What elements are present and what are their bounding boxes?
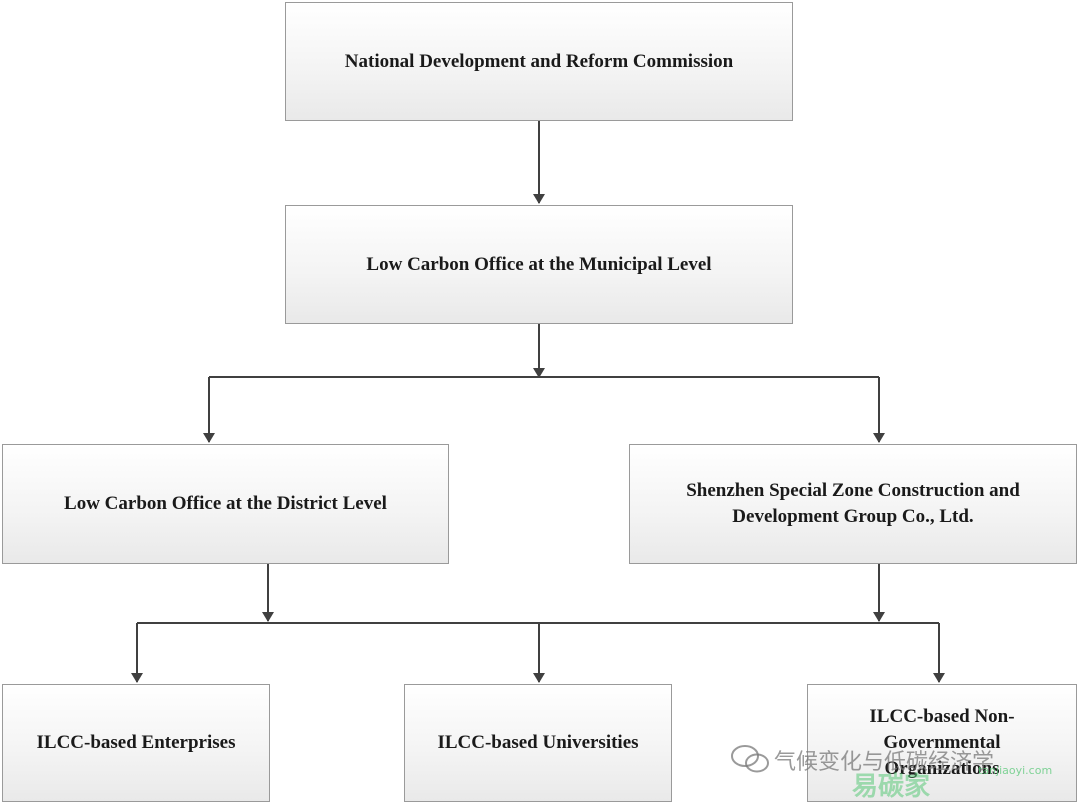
node-universities: ILCC-based Universities bbox=[404, 684, 672, 802]
node-enterprises: ILCC-based Enterprises bbox=[2, 684, 270, 802]
node-ngo-label-line1: ILCC-based Non- bbox=[869, 706, 1015, 727]
node-district-office: Low Carbon Office at the District Level bbox=[2, 444, 449, 564]
node-shenzhen-group-label-line2: Development Group Co., Ltd. bbox=[732, 506, 974, 527]
watermark-logo-text: 易碳家 bbox=[852, 772, 931, 802]
wechat-icon bbox=[731, 745, 769, 773]
node-district-office-label: Low Carbon Office at the District Level bbox=[64, 493, 387, 514]
watermark-channel-text: 气候变化与低碳经济学 bbox=[774, 750, 995, 775]
node-ngo-label-line2: Governmental bbox=[883, 732, 1001, 753]
node-ndrc-label: National Development and Reform Commissi… bbox=[344, 50, 734, 72]
node-ngo-label-line3: Organizations bbox=[884, 758, 1000, 779]
watermark: 气候变化与低碳经济学 易碳家 tanjiaoyi.com bbox=[724, 738, 1080, 802]
node-municipal-office: Low Carbon Office at the Municipal Level bbox=[285, 205, 793, 324]
node-enterprises-label: ILCC-based Enterprises bbox=[36, 732, 236, 753]
node-ndrc: National Development and Reform Commissi… bbox=[285, 2, 793, 121]
node-shenzhen-group: Shenzhen Special Zone Construction and D… bbox=[629, 444, 1077, 564]
node-municipal-office-label: Low Carbon Office at the Municipal Level bbox=[366, 253, 712, 275]
node-ngo: ILCC-based Non- Governmental Organizatio… bbox=[807, 684, 1077, 802]
node-shenzhen-group-label-line1: Shenzhen Special Zone Construction and bbox=[686, 480, 1020, 501]
watermark-url-text: tanjiaoyi.com bbox=[978, 764, 1053, 777]
node-universities-label: ILCC-based Universities bbox=[437, 732, 639, 753]
